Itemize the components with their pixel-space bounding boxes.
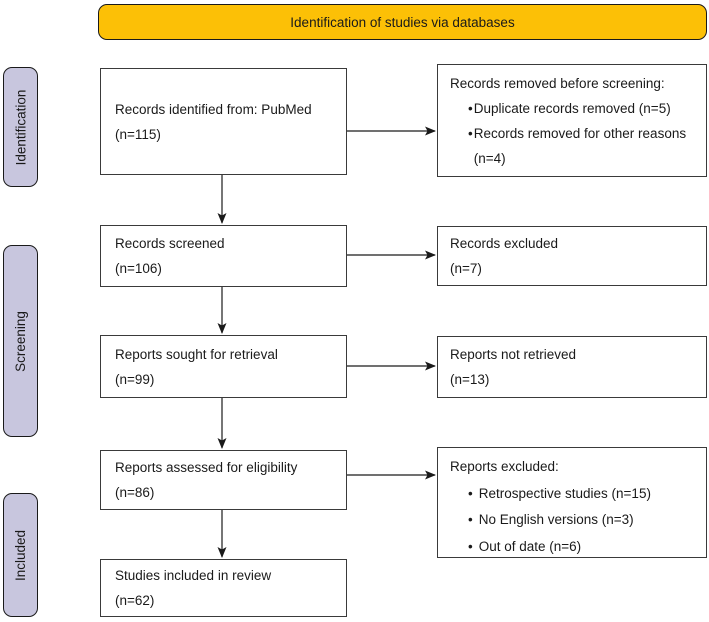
stage-label-screening: Screening <box>3 245 38 437</box>
box-reports-sought-count: (n=99) <box>115 371 155 387</box>
box-reports-assessed-line1: Reports assessed for eligibility <box>115 460 298 475</box>
box-reports-sought: Reports sought for retrieval (n=99) <box>100 335 347 398</box>
box-records-identified-line1: Records identified from: PubMed <box>115 101 312 117</box>
box-records-excluded-count: (n=7) <box>450 261 482 276</box>
reports-excluded-bullet-list: • Retrospective studies (n=15) • No Engl… <box>450 481 700 561</box>
records-removed-bullet-list: • Duplicate records removed (n=5) • Reco… <box>450 96 700 171</box>
bullet-icon: • <box>468 538 473 554</box>
bullet-icon: • <box>468 485 473 501</box>
box-reports-assessed: Reports assessed for eligibility (n=86) <box>100 450 347 510</box>
box-reports-excluded-title: Reports excluded: <box>450 459 559 474</box>
bullet-out-of-date: • Out of date (n=6) <box>468 534 700 561</box>
box-reports-not-retrieved: Reports not retrieved (n=13) <box>437 336 707 398</box>
box-records-identified: Records identified from: PubMed (n=115) <box>100 68 347 175</box>
box-studies-included-line1: Studies included in review <box>115 568 272 583</box>
box-reports-sought-line1: Reports sought for retrieval <box>115 346 278 362</box>
box-reports-excluded: Reports excluded: • Retrospective studie… <box>437 447 707 558</box>
stage-label-identification: Identification <box>3 67 38 187</box>
box-reports-assessed-count: (n=86) <box>115 485 155 500</box>
box-records-removed-title: Records removed before screening: <box>450 76 665 91</box>
banner-label: Identification of studies via databases <box>290 14 515 30</box>
box-records-removed-before-screening: Records removed before screening: • Dupl… <box>437 64 707 177</box>
box-records-excluded-line1: Records excluded <box>450 236 559 251</box>
stage-label-included: Included <box>3 493 38 617</box>
box-records-screened-count: (n=106) <box>115 261 162 276</box>
box-records-screened: Records screened (n=106) <box>100 225 347 287</box>
bullet-no-english-versions: • No English versions (n=3) <box>468 507 700 534</box>
stage-label-included-text: Included <box>13 529 29 581</box>
bullet-duplicate-records: • Duplicate records removed (n=5) <box>468 96 700 121</box>
bullet-removed-other-reasons: • Records removed for other reasons (n=4… <box>468 121 700 171</box>
stage-label-identification-text: Identification <box>13 89 28 165</box>
box-studies-included: Studies included in review (n=62) <box>100 559 347 617</box>
box-studies-included-count: (n=62) <box>115 593 155 608</box>
bullet-icon: • <box>468 126 473 141</box>
box-reports-not-retrieved-line1: Reports not retrieved <box>450 347 577 362</box>
box-records-excluded: Records excluded (n=7) <box>437 226 707 286</box>
bullet-icon: • <box>468 512 473 527</box>
bullet-retrospective-studies: • Retrospective studies (n=15) <box>468 481 700 508</box>
bullet-icon: • <box>468 101 473 116</box>
banner-identification-via-databases: Identification of studies via databases <box>98 4 707 40</box>
box-reports-not-retrieved-count: (n=13) <box>450 372 490 387</box>
box-records-identified-count: (n=115) <box>115 126 161 142</box>
box-records-screened-line1: Records screened <box>115 236 225 251</box>
stage-label-screening-text: Screening <box>13 310 29 372</box>
